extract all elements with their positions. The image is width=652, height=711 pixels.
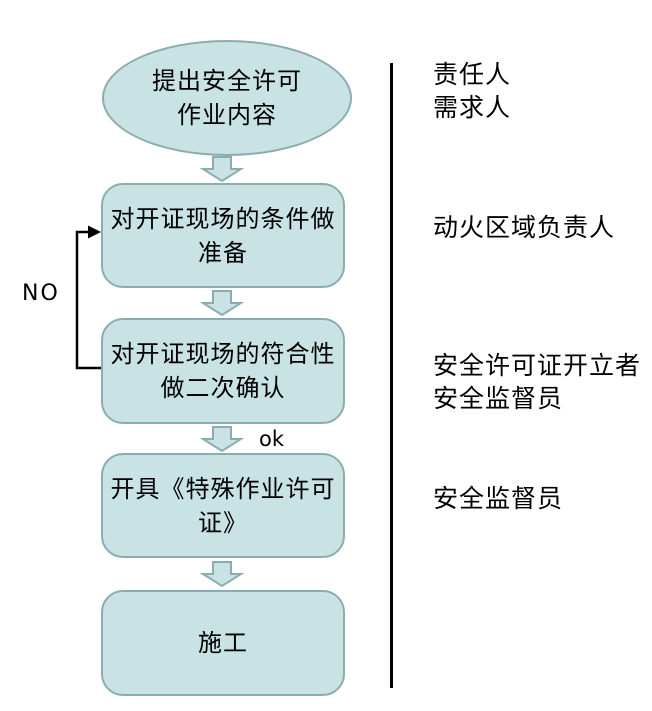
role-label-area-owner: 动火区域负责人: [433, 211, 615, 244]
role-label-safety-supervisor: 安全监督员: [433, 482, 563, 515]
flow-arrow-down-2: [199, 290, 245, 317]
flow-node-confirm: 对开证现场的符合性 做二次确认: [101, 318, 345, 424]
node-text-line: 对开证现场的符合性: [110, 340, 336, 368]
flow-node-construct: 施工: [101, 590, 345, 696]
no-feedback-arrowhead: [88, 225, 101, 239]
flow-arrow-down-3: [199, 426, 245, 453]
node-text-line: 对开证现场的条件做: [110, 204, 336, 233]
no-edge-label: NO: [22, 281, 60, 306]
flow-arrow-down-1: [199, 156, 245, 183]
node-text-line: 开具《特殊作业许可: [110, 474, 336, 503]
role-label-requester: 责任人 需求人: [433, 58, 511, 124]
ok-edge-label: ok: [259, 427, 285, 451]
flow-node-issue: 开具《特殊作业许可 证》: [101, 453, 345, 558]
role-label-permit-issuer: 安全许可证开立者 安全监督员: [433, 349, 641, 415]
node-text-line: 提出安全许可: [152, 67, 302, 95]
role-label-line: 需求人: [433, 93, 512, 122]
node-text-line: 证》: [198, 508, 248, 537]
node-text-line: 做二次确认: [160, 374, 286, 402]
role-label-line: 安全许可证开立者: [433, 351, 642, 380]
flow-node-prepare: 对开证现场的条件做 准备: [101, 183, 345, 288]
node-text-line: 作业内容: [177, 101, 277, 129]
flow-node-start: 提出安全许可 作业内容: [102, 40, 352, 156]
flow-arrow-down-4: [199, 561, 245, 588]
role-label-line: 责任人: [433, 60, 512, 89]
node-text-line: 准备: [198, 238, 248, 267]
role-label-line: 动火区域负责人: [433, 213, 616, 242]
role-label-line: 安全监督员: [433, 484, 564, 513]
role-label-line: 安全监督员: [433, 384, 564, 413]
no-feedback-connector: [75, 230, 101, 370]
node-text-line: 施工: [198, 629, 248, 657]
